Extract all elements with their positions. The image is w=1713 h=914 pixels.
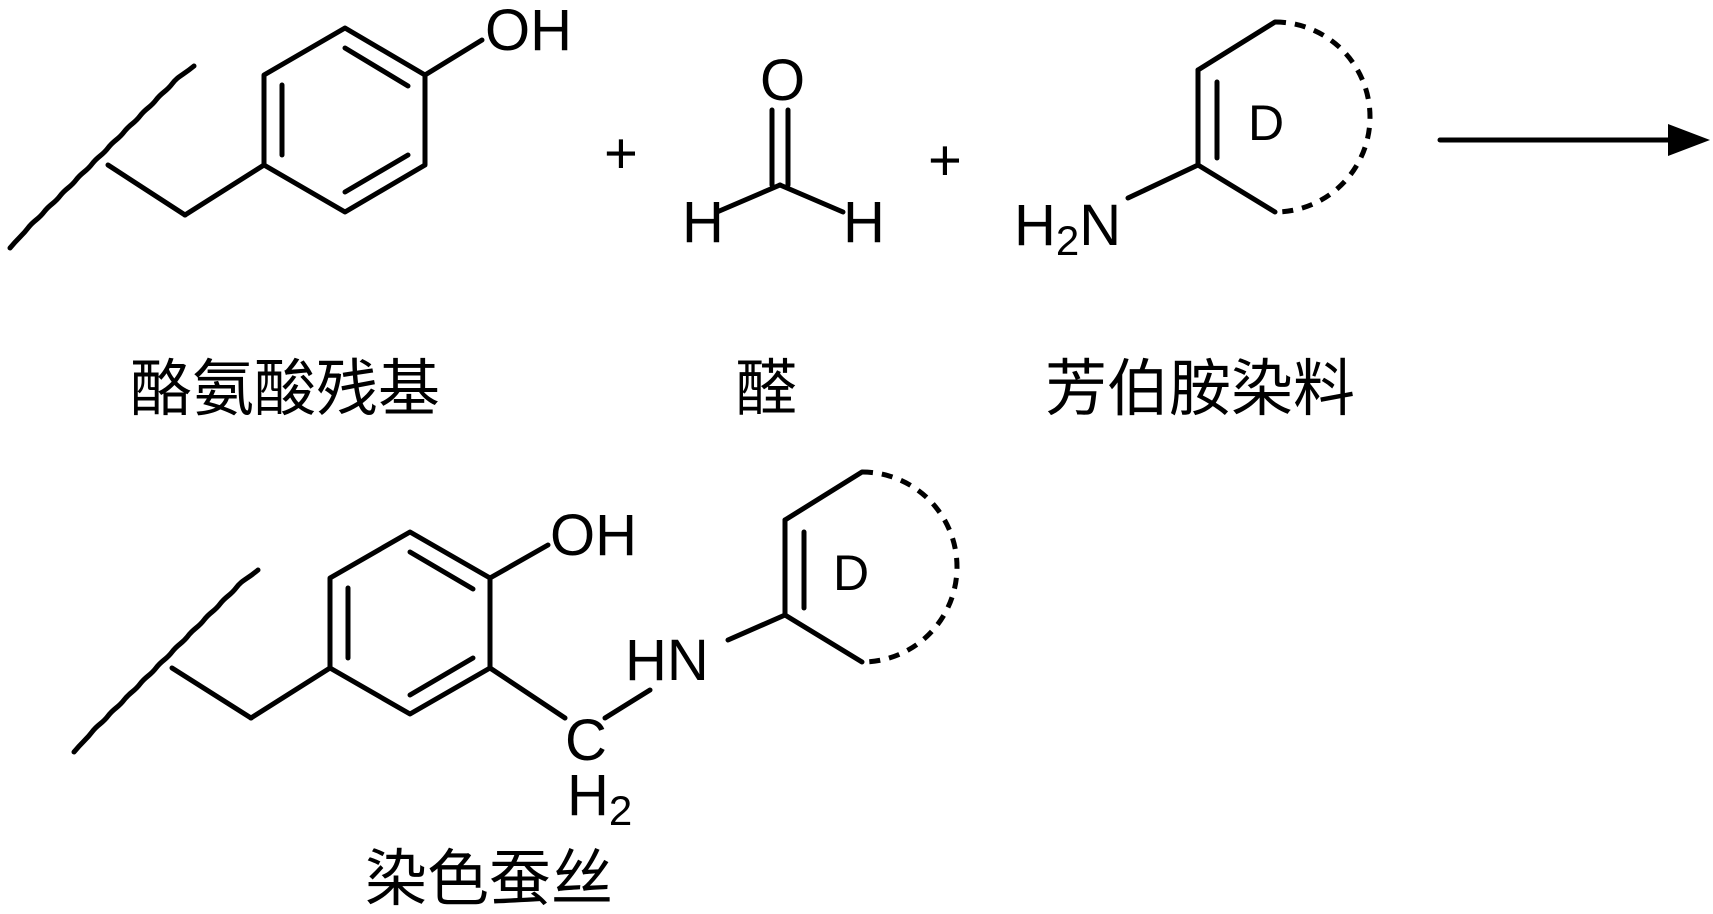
hydrogen-label: H [843, 190, 885, 255]
methylene-carbon-label: C [565, 708, 607, 773]
double-bond-inner [407, 549, 476, 592]
double-bond-inner [407, 655, 476, 698]
ring-label: D [833, 545, 869, 601]
reaction-arrow [1437, 124, 1710, 156]
caption-tyrosine: 酪氨酸残基 [130, 352, 440, 425]
caption-aldehyde: 醛 [735, 352, 797, 425]
protein-backbone-wavy [7, 63, 197, 251]
amine-label: H2N [1014, 193, 1121, 264]
double-bond-inner [342, 152, 411, 195]
caption-dye: 芳伯胺染料 [1045, 352, 1355, 425]
ch-bond [714, 182, 783, 215]
cn-bond [1125, 162, 1201, 201]
benzene-ring [327, 529, 493, 717]
ring-bond [1195, 19, 1278, 73]
product-structure: OH C H2 HN D [71, 469, 960, 834]
hydroxyl-label: OH [485, 0, 572, 63]
ch2-bond [487, 665, 568, 721]
oh-bond [487, 542, 551, 581]
amine-nh-label: HN [625, 628, 709, 693]
tyrosine-structure: OH [7, 0, 572, 251]
caption-product: 染色蚕丝 [365, 842, 613, 914]
cn-bond [602, 687, 653, 721]
ring-bond [248, 665, 333, 721]
methylene-hydrogen-label: H2 [567, 763, 632, 834]
n-aryl-bond [725, 612, 788, 643]
plus-sign: + [928, 128, 962, 193]
benzene-ring [261, 25, 428, 215]
ch2-bond [169, 665, 254, 721]
formaldehyde-structure: O H H [682, 48, 885, 255]
oh-bond [422, 37, 485, 78]
arrow-head [1668, 124, 1710, 156]
ch2-bond [105, 162, 188, 218]
plus-sign: + [604, 121, 638, 186]
ring-bond [182, 162, 267, 218]
protein-backbone-wavy [71, 567, 261, 755]
ring-label: D [1248, 95, 1284, 151]
ring-bond [782, 612, 865, 665]
double-bond-inner [342, 45, 411, 89]
aromatic-amine-structure: H2N D [1014, 19, 1373, 264]
ring-bond [1195, 162, 1278, 215]
ring-continuation-dashed [1274, 19, 1373, 215]
oxygen-label: O [760, 48, 805, 113]
hydroxyl-label: OH [550, 503, 637, 568]
ring-bond [782, 469, 865, 523]
ring-continuation-dashed [861, 469, 960, 665]
ch-bond [777, 182, 846, 215]
hydrogen-label: H [682, 190, 724, 255]
